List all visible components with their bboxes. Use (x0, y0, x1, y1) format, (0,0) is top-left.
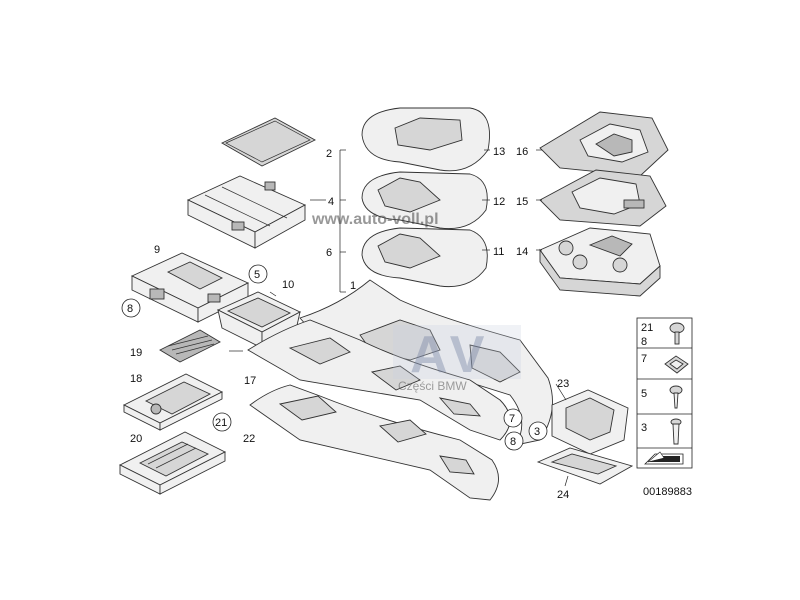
callout-19: 19 (130, 347, 142, 359)
callout-9: 9 (154, 244, 160, 256)
legend-8: 8 (641, 336, 647, 348)
callout-23: 23 (557, 378, 569, 390)
watermark-logo: AV (410, 326, 490, 384)
callout-1: 1 (350, 280, 356, 292)
arrow-pointer-icon (644, 451, 684, 465)
callout-2: 2 (326, 148, 332, 160)
callout-4: 4 (328, 196, 334, 208)
part-mat-19 (159, 329, 221, 363)
part-bracket-4 (186, 175, 307, 249)
screw-clip-icon (669, 322, 685, 345)
watermark-url: www.auto-voll.pl (311, 211, 439, 228)
part-panel-14 (539, 227, 661, 297)
part-tray-20 (118, 431, 227, 495)
callout-7: 7 (509, 413, 515, 425)
diagram-id: 00189883 (643, 486, 692, 498)
callout-8a: 8 (127, 303, 133, 315)
watermark: www.auto-voll.pl AV Części BMW (311, 211, 521, 393)
callout-21: 21 (215, 417, 227, 429)
callout-17: 17 (244, 375, 256, 387)
callout-15: 15 (516, 196, 528, 208)
square-clip-icon (664, 355, 689, 374)
callout-10: 10 (282, 279, 294, 291)
callout-18: 18 (130, 373, 142, 385)
callout-3-circle (528, 421, 548, 441)
part-pad-top (221, 117, 316, 167)
callout-5: 5 (254, 269, 260, 281)
callout-21-circle (212, 412, 232, 432)
callout-12: 12 (493, 196, 505, 208)
callout-20: 20 (130, 433, 142, 445)
callout-8-circle (121, 298, 141, 318)
part-cover-15 (539, 169, 667, 227)
leader-lines (229, 149, 569, 487)
part-cover-12 (361, 171, 488, 230)
callout-5-circle (248, 264, 268, 284)
callout-8b-circle (504, 431, 524, 451)
screw-icon (669, 385, 683, 409)
watermark-caption: Części BMW (398, 379, 467, 393)
part-trim-17 (247, 319, 511, 441)
callout-22: 22 (243, 433, 255, 445)
callout-11: 11 (493, 246, 504, 258)
fastener-legend: 21 8 7 5 3 (636, 317, 693, 469)
part-cover-11 (361, 227, 488, 288)
expanding-rivet-icon (670, 418, 682, 445)
part-cover-13 (361, 107, 490, 172)
part-bezel-23 (551, 389, 629, 455)
part-trim-22 (249, 384, 499, 501)
legend-21: 21 (641, 322, 653, 334)
callout-labels: 2 4 6 1 13 12 11 16 15 14 9 5 8 10 19 18… (121, 146, 569, 501)
callout-24: 24 (557, 489, 569, 501)
watermark-logo-bg (393, 325, 521, 379)
part-cover-16 (539, 111, 669, 177)
callout-3: 3 (534, 426, 540, 438)
legend-5: 5 (641, 388, 647, 400)
callout-14: 14 (516, 246, 528, 258)
callout-7-circle (503, 408, 523, 428)
callout-13: 13 (493, 146, 505, 158)
callout-8b: 8 (510, 436, 516, 448)
part-frame-24 (536, 447, 634, 485)
callout-16: 16 (516, 146, 528, 158)
part-bracket-9 (130, 252, 250, 323)
legend-3: 3 (641, 422, 647, 434)
part-tray-18 (122, 373, 224, 431)
callout-6: 6 (326, 247, 332, 259)
legend-7: 7 (641, 353, 647, 365)
